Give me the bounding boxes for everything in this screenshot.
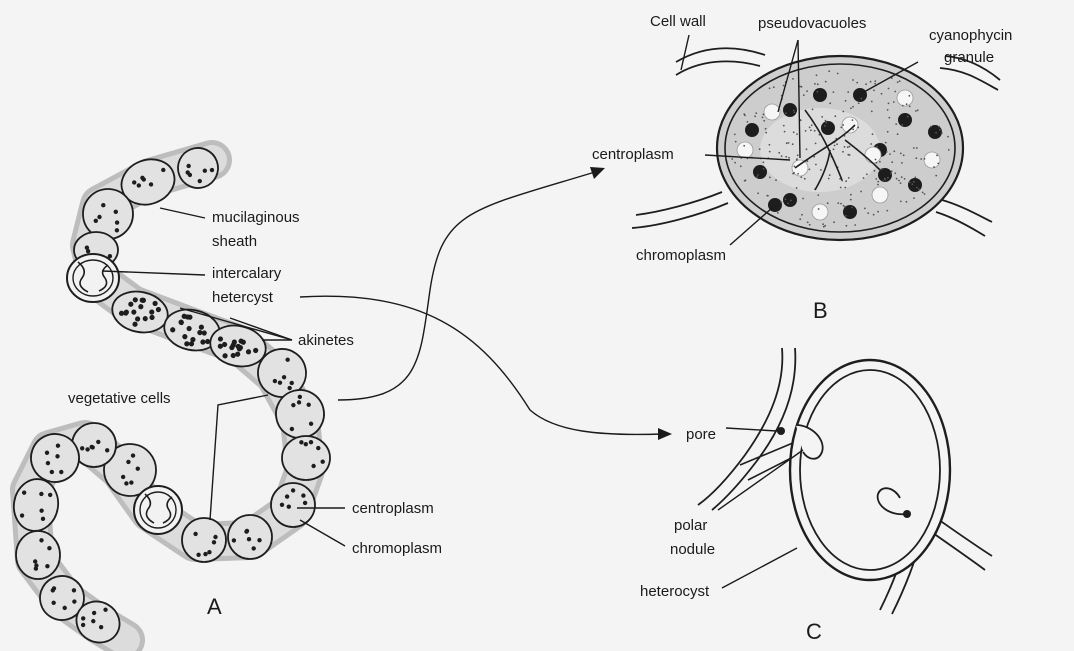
pseudovacuole (872, 187, 888, 203)
vegetative-cell (228, 515, 272, 559)
label-cyanophycin: cyanophycin (929, 27, 1012, 44)
cyanophycin-granule (753, 165, 767, 179)
arrow-head-b (590, 167, 605, 179)
cell-detail-b (632, 48, 1000, 240)
cyanophycin-granule (813, 88, 827, 102)
pseudovacuole (764, 104, 780, 120)
cyanophycin-granule (898, 113, 912, 127)
pseudovacuole (865, 147, 881, 163)
label-pseudovacuoles: pseudovacuoles (758, 15, 866, 32)
label-heterocyst: heterocyst (640, 583, 710, 600)
label-polar: polar (674, 517, 707, 534)
cyanophycin-granule (821, 121, 835, 135)
panel-label-a: A (207, 594, 222, 619)
label-hetercyst: hetercyst (212, 289, 274, 306)
label-chromoplasm-a: chromoplasm (352, 540, 442, 557)
intercalary-heterocyst-lower (134, 486, 182, 534)
pseudovacuole (897, 90, 913, 106)
intercalary-heterocyst-upper (67, 254, 119, 302)
vegetative-cell (182, 518, 226, 562)
pseudovacuole (737, 142, 753, 158)
cyanophycin-granule (928, 125, 942, 139)
label-nodule: nodule (670, 541, 715, 558)
label-granule: granule (944, 49, 994, 66)
label-centroplasm-a: centroplasm (352, 500, 434, 517)
label-cell-wall: Cell wall (650, 13, 706, 30)
label-centroplasm-b: centroplasm (592, 146, 674, 163)
connector-arrows (300, 167, 672, 440)
cyanophycin-granule (745, 123, 759, 137)
label-intercalary: intercalary (212, 265, 282, 282)
label-pore: pore (686, 426, 716, 443)
pseudovacuole (812, 204, 828, 220)
cyanophycin-granule (783, 103, 797, 117)
heterocyst-detail-c (698, 348, 992, 614)
label-vegetative-cells: vegetative cells (68, 390, 171, 407)
vegetative-cell (83, 189, 133, 239)
vegetative-cell (16, 531, 60, 579)
label-akinetes: akinetes (298, 332, 354, 349)
arrow-to-panel-b (338, 172, 595, 400)
label-mucilaginous: mucilaginous (212, 209, 300, 226)
arrow-head-c (658, 428, 672, 440)
vegetative-cell (282, 436, 330, 480)
label-sheath: sheath (212, 233, 257, 250)
panel-label-c: C (806, 619, 822, 644)
cyanophycin-granule (908, 178, 922, 192)
pseudovacuole (924, 152, 940, 168)
vegetative-cell (271, 483, 315, 527)
arrow-to-panel-c (300, 296, 662, 434)
panel-label-b: B (813, 298, 828, 323)
label-chromoplasm-b: chromoplasm (636, 247, 726, 264)
